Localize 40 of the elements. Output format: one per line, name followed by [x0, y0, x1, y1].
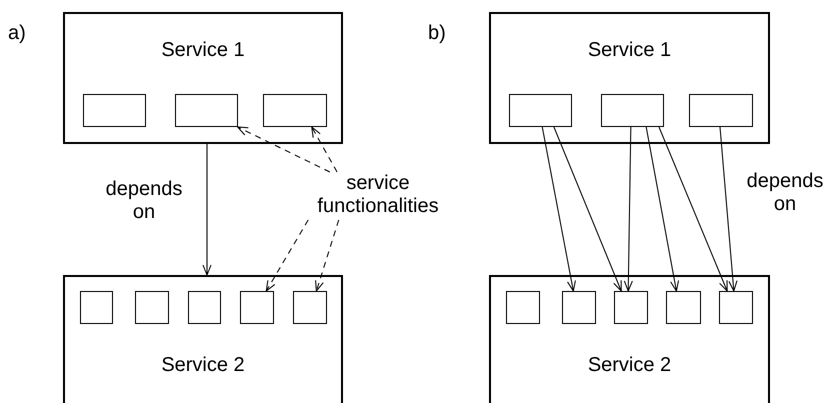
functionality-box [240, 291, 274, 324]
arrow [202, 144, 212, 276]
functionality-box [80, 291, 113, 324]
functionality-box [175, 94, 238, 127]
functionality-box [263, 94, 327, 127]
functionality-box [689, 94, 753, 127]
arrow [720, 126, 738, 292]
functionality-box [719, 291, 753, 324]
arrow [315, 220, 340, 292]
panel-label: b) [428, 22, 447, 45]
service-name: Service 1 [160, 38, 246, 62]
arrow [237, 126, 330, 172]
functionality-box [562, 291, 596, 324]
functionality-box [293, 291, 327, 324]
service-box [63, 12, 343, 144]
edge-label: depends on [104, 178, 184, 224]
service-box [489, 275, 770, 403]
service-box [63, 275, 343, 403]
functionality-box [506, 291, 540, 324]
service-name: Service 2 [160, 353, 246, 377]
arrow [658, 126, 728, 292]
text-label: depends on [746, 170, 824, 216]
functionality-box [188, 291, 221, 324]
arrow [266, 220, 309, 292]
panel-label: a) [8, 22, 27, 45]
functionality-box [666, 291, 701, 324]
arrow [624, 126, 633, 292]
callout-text: service functionalities [297, 172, 459, 220]
functionality-box [83, 94, 146, 127]
arrow [311, 126, 338, 172]
functionality-box [135, 291, 169, 324]
service-name: Service 2 [586, 353, 672, 377]
functionality-box [509, 94, 572, 127]
arrow [542, 126, 576, 292]
functionality-box [614, 291, 648, 324]
service-box [489, 12, 770, 144]
arrow [646, 126, 680, 292]
service-name: Service 1 [586, 38, 672, 62]
arrow [553, 126, 622, 292]
functionality-box [601, 94, 664, 127]
